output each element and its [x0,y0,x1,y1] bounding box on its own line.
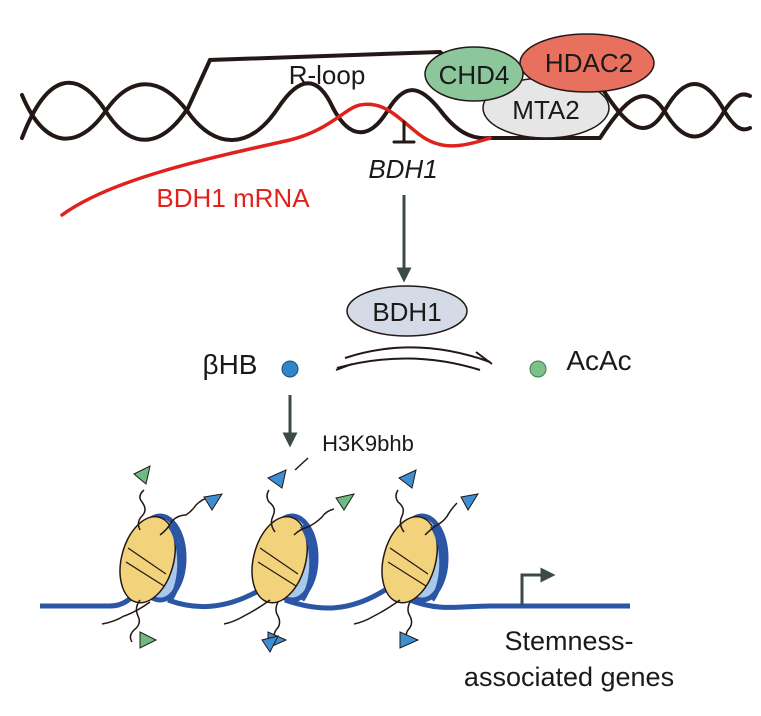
stemness-label-line1: Stemness- [504,626,633,656]
chd4-protein [424,46,524,102]
nucleosome-1 [119,513,187,604]
histone-tails [101,489,458,643]
hdac2-protein [519,33,655,93]
mark-green [139,631,158,649]
forward-arrow-head [475,351,493,365]
reaction-arrows [335,346,493,371]
mark-blue [266,469,287,489]
chd4-label: CHD4 [439,60,510,90]
dna-strand-b [20,81,752,142]
mark-green [133,465,151,485]
inhibition-symbol [392,120,416,144]
mark-blue [203,493,224,511]
mark-green [335,493,356,511]
stemness-label-line2: associated genes [464,662,674,692]
transcription-start-arrow [520,567,556,606]
mark-blue [398,469,417,489]
bdh1-enzyme [346,285,468,337]
histone-marks [133,465,480,653]
rloop-label: R-loop [289,60,366,90]
chromatin [40,465,630,653]
bdh1-gene-label: BDH1 [368,154,437,184]
bdh1-enzyme-label: BDH1 [372,297,441,327]
reverse-arrow-head [335,363,353,371]
mta2-label: MTA2 [512,95,579,125]
bdh1-mrna-label: BDH1 mRNA [156,183,310,213]
acac-dot [529,360,547,378]
mark-blue [261,635,279,653]
bhb-label: βHB [202,349,257,380]
hdac2-label: HDAC2 [545,48,633,78]
h3k9bhb-label: H3K9bhb [322,431,414,456]
bhb-dot [281,360,299,378]
h3k9bhb-pointer [294,457,309,471]
reverse-arrow [336,357,481,371]
nucleosome-2 [251,513,319,604]
acac-label: AcAc [566,345,631,376]
protein-complex: CHD4 HDAC2 MTA2 [424,33,655,139]
mark-blue [460,493,480,511]
nucleosome-3 [381,513,449,604]
mark-blue [399,631,420,649]
forward-arrow [344,346,491,363]
bdh1-mrna-strand [60,102,492,217]
